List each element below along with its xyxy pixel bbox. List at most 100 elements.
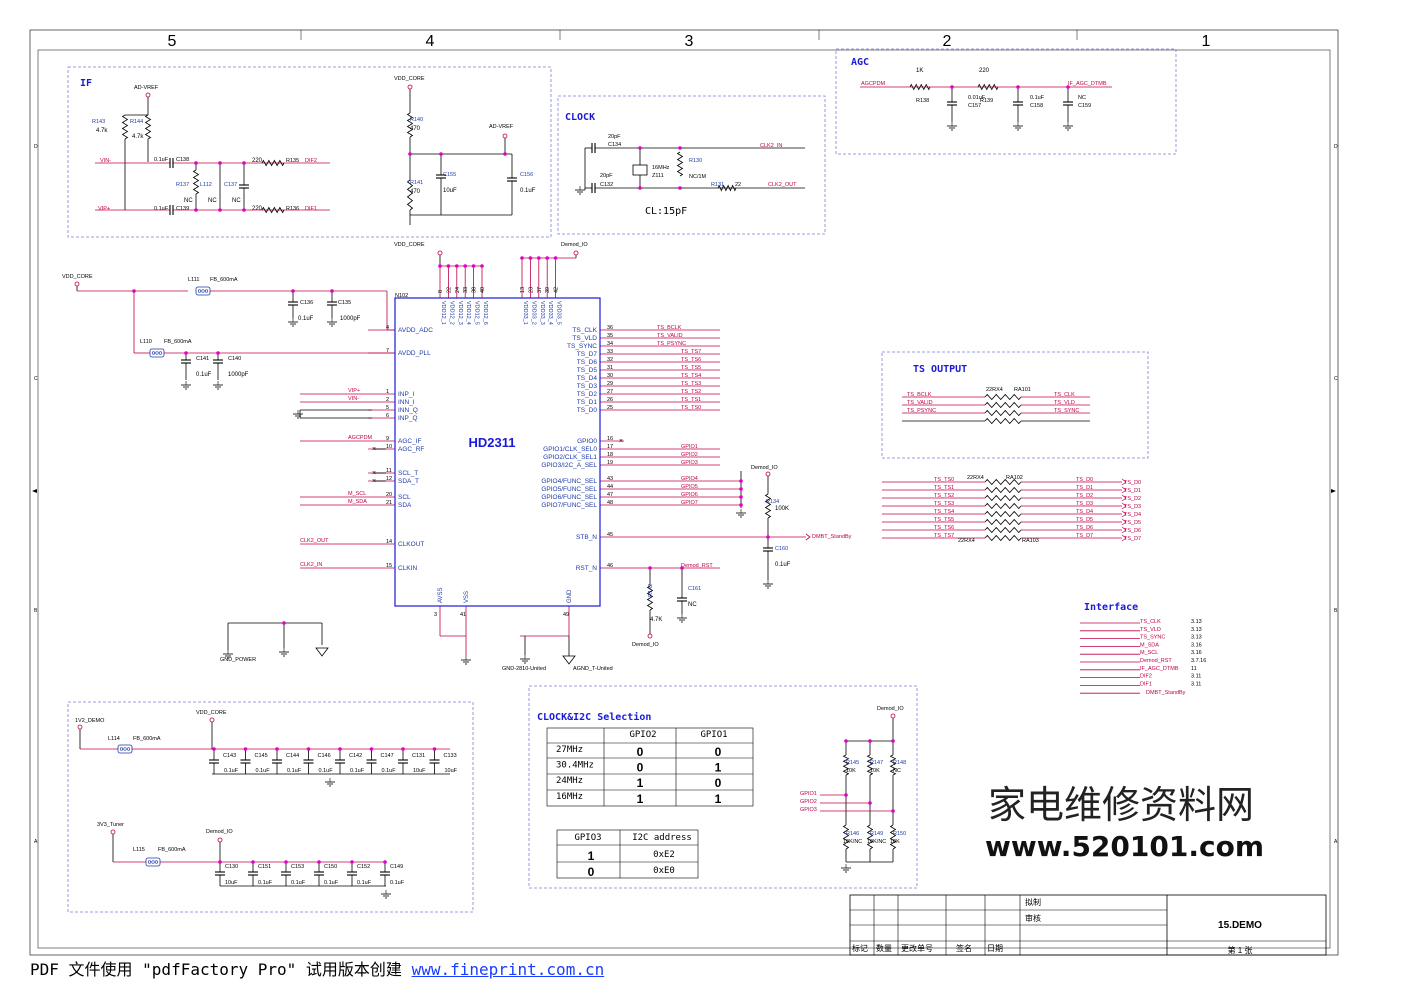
pin-name: STB_N	[576, 534, 597, 541]
pin-number: 4	[386, 325, 389, 331]
junction-dot	[844, 793, 848, 797]
pin-number: 17	[607, 444, 613, 450]
decap-row2-ref: C153	[291, 864, 304, 870]
c134-value: 20pF	[608, 134, 621, 140]
junction-dot	[766, 535, 770, 539]
interface-net: TS_SYNC	[1140, 635, 1165, 641]
ra102-ref: RA102	[1006, 475, 1023, 481]
decap-demod-io-label: Demod_IO	[206, 829, 233, 835]
junction-dot	[678, 146, 682, 150]
vdd-core-label-left: VDD_CORE	[62, 274, 93, 280]
r143-ref: R143	[92, 119, 105, 125]
decap-row1-ref: C142	[349, 753, 362, 759]
agc-title: AGC	[851, 57, 869, 68]
pin-number: 22	[446, 287, 452, 293]
l114-value: FB_600mA	[133, 736, 161, 742]
pin-number: 15	[386, 563, 392, 569]
net-terminal	[573, 250, 579, 256]
decap-row2-value: 0.1uF	[324, 880, 339, 886]
r140-resistor	[406, 112, 414, 138]
pin-number: 33	[607, 349, 613, 355]
ts-output-title: TS OUTPUT	[913, 364, 967, 375]
pin-net-label: TS_TS3	[681, 381, 701, 387]
wiring	[76, 86, 1140, 887]
decap-row2-value: 0.1uF	[357, 880, 372, 886]
pin-number: 41	[460, 612, 466, 618]
pin-net-label: TS_TS7	[681, 349, 701, 355]
pin-net-label: TS_BCLK	[657, 325, 682, 331]
watermark-url: www.520101.com	[985, 830, 1264, 863]
decap-row1-value: 0.1uF	[382, 768, 397, 774]
pin-number: 3	[434, 612, 437, 618]
pin-name: TS_D2	[577, 391, 598, 398]
gnd-power-symbol	[315, 647, 329, 657]
decap-row2-value: 0.1uF	[390, 880, 405, 886]
junction-dot	[212, 747, 216, 751]
ts-data-right-net: TS_D5	[1076, 517, 1093, 523]
gpio2-cell: 0	[637, 745, 644, 759]
pin-number: 10	[386, 444, 392, 450]
pullup-resistor	[866, 754, 874, 776]
strap-demod-io-label: Demod_IO	[877, 706, 904, 712]
r137-value: NC	[184, 198, 193, 204]
ts-data-left-net: TS_TS3	[934, 501, 954, 507]
net-terminal	[209, 717, 215, 723]
net-terminal	[77, 724, 83, 730]
pin-number: 12	[386, 476, 392, 482]
pin-name: AGC_IF	[398, 438, 422, 445]
c156-ref: C156	[520, 172, 533, 178]
pin-name: VDD12_3	[457, 301, 463, 325]
pin-name: VDD33_2	[530, 301, 536, 325]
l115-value: FB_600mA	[158, 847, 186, 853]
ts-port	[1121, 534, 1127, 542]
pin-name: TS_D0	[577, 407, 598, 414]
decap-row1-ref: C143	[223, 753, 236, 759]
pin-number: 30	[607, 373, 613, 379]
ra102-value: 22RX4	[967, 475, 984, 481]
c158-value: 0.1uF	[1030, 95, 1045, 101]
border-column-number: 1	[1202, 33, 1211, 50]
strap-gpio-net: GPIO3	[800, 807, 817, 813]
pin-name: INP_I	[398, 391, 414, 398]
pin-number: 14	[386, 539, 392, 545]
strap-gpio-net: GPIO1	[800, 791, 817, 797]
junction-dot	[950, 85, 954, 89]
ra102-ra103-element	[984, 526, 1022, 534]
footer-link[interactable]: www.fineprint.com.cn	[411, 960, 605, 979]
pin-net-label: TS_PSYNC	[657, 341, 686, 347]
net-terminal	[145, 92, 151, 98]
r135-ref: R135	[286, 158, 299, 164]
junction-dot	[251, 860, 255, 864]
junction-dot	[553, 256, 558, 260]
ts-port-label: TS_D5	[1124, 520, 1141, 526]
standby-net: DMBT_StandBy	[812, 534, 852, 540]
r131-resistor	[717, 184, 737, 192]
vdd-vref-label: AD-VREF	[489, 124, 514, 130]
drawing-border	[29, 29, 1339, 956]
decap-row1-value: 0.1uF	[350, 768, 365, 774]
pin-name: VDD33_3	[539, 301, 545, 325]
pin-number: 25	[607, 405, 613, 411]
l114-bead	[126, 747, 131, 751]
pin-name: CLKIN	[398, 565, 417, 572]
gpio3-cell: 0	[588, 865, 595, 879]
r144-value: 4.7k	[132, 134, 144, 140]
pin-name: GPIO3/I2C_A_SEL	[541, 462, 597, 469]
agnd-symbol	[562, 655, 576, 665]
r134-demod-io-label: Demod_IO	[751, 465, 778, 471]
dif2-net: DIF2	[305, 158, 317, 164]
l115-ref: L115	[133, 847, 145, 853]
ts-data-right-net: TS_D3	[1076, 501, 1093, 507]
c138-ref: C138	[176, 157, 189, 163]
decap-row1-ref: C144	[286, 753, 299, 759]
pin-net-label: GPIO2	[681, 452, 698, 458]
clock-section-box	[557, 95, 826, 235]
interface-net: DIF2	[1140, 674, 1152, 680]
l115-bead	[154, 860, 159, 864]
pin-net-label: AGCPDM	[348, 435, 373, 441]
pin-name: SCL_T	[398, 470, 418, 477]
pin-net-label: VIN-	[348, 396, 359, 402]
pin-name: VDD12_6	[482, 301, 488, 325]
junction-dot	[218, 860, 222, 864]
